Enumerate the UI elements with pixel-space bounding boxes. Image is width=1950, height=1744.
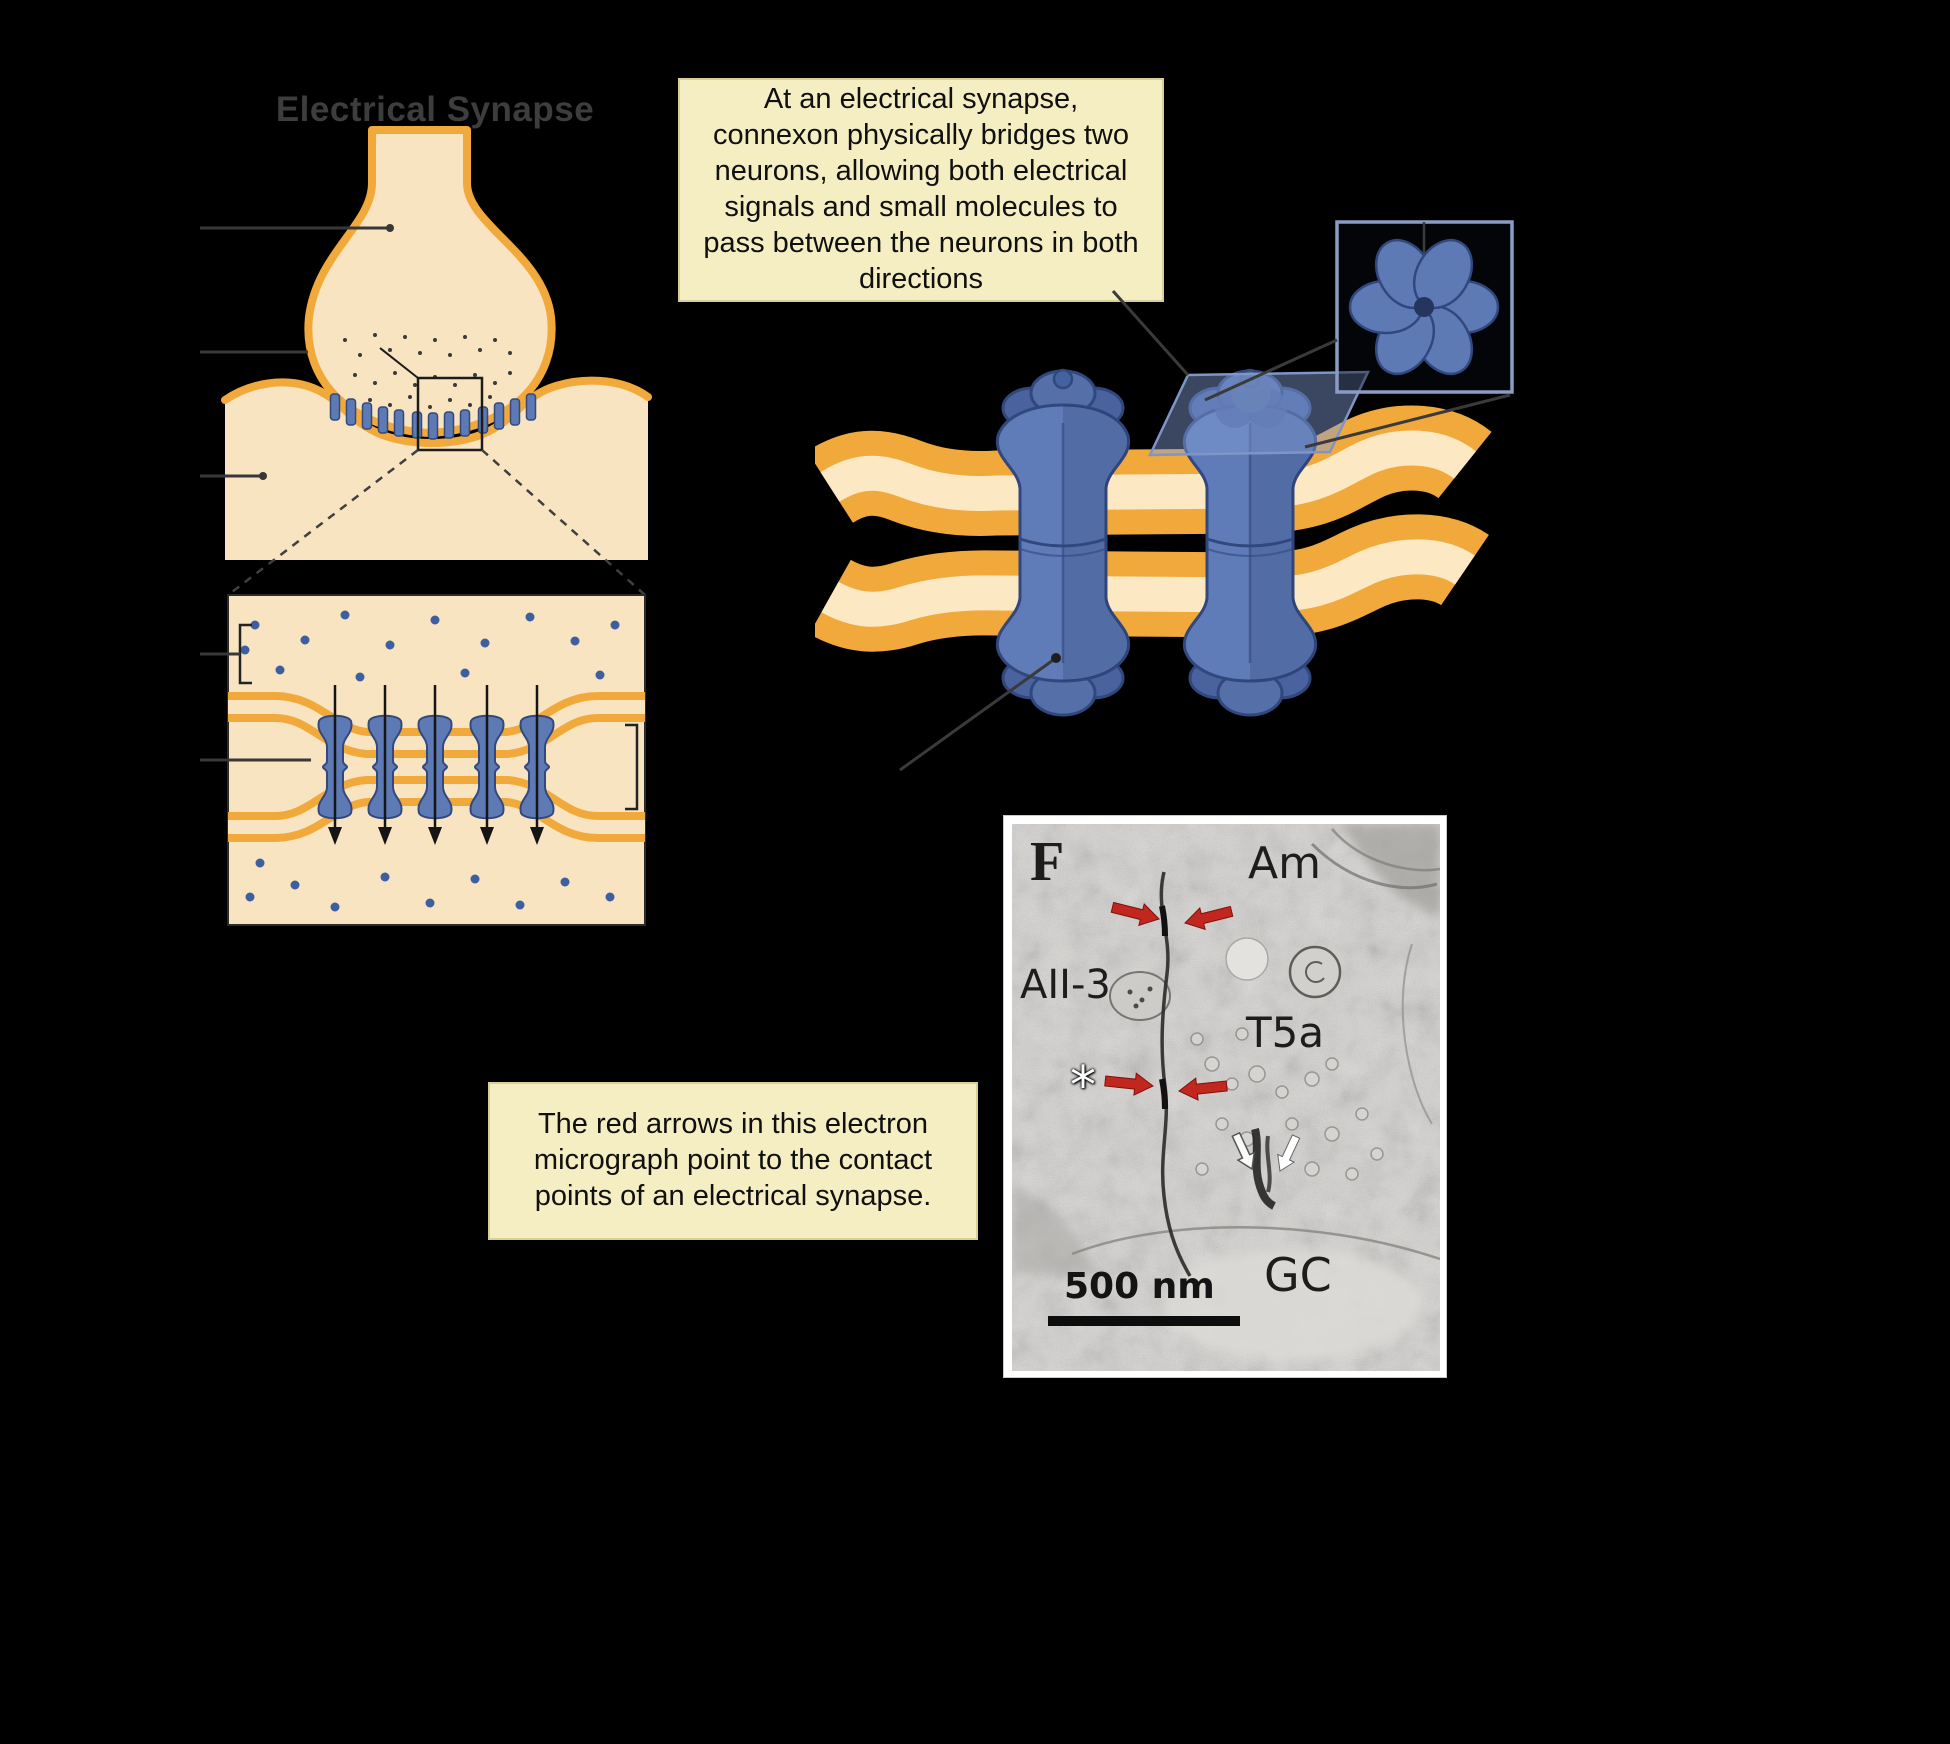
vesicle-dots: [343, 333, 512, 409]
callout-red-arrows: The red arrows in this electron microgra…: [488, 1082, 978, 1240]
electron-micrograph-panel: F Am AII-3 T5a GC * 500 nm: [1003, 815, 1447, 1378]
label-t5a: T5a: [1246, 1008, 1325, 1057]
em-dark-structure: [1251, 1128, 1276, 1210]
callout-electrical-synapse: At an electrical synapse, connexon physi…: [678, 78, 1164, 302]
label-am: Am: [1248, 838, 1321, 889]
asterisk-marker: *: [1070, 1056, 1096, 1116]
connexon-top-view-inset: [1335, 220, 1514, 394]
connexon-left: [995, 368, 1131, 717]
gap-junction-inset: [200, 594, 646, 926]
scale-bar-label: 500 nm: [1064, 1266, 1215, 1307]
ion-flow-arrows: [328, 685, 544, 845]
zoom-rectangle: [227, 347, 646, 596]
leader-lines: [200, 224, 394, 480]
scale-bar: [1048, 1316, 1240, 1326]
connexon-leader-lines: [899, 290, 1511, 772]
synapse-diagram: [200, 126, 652, 926]
ion-dots: [240, 610, 620, 912]
label-gc: GC: [1264, 1248, 1332, 1302]
connexon-diagram: [815, 220, 1514, 772]
connexin-rosette: [1348, 238, 1500, 376]
label-aii3: AII-3: [1020, 962, 1111, 1008]
panel-letter: F: [1030, 831, 1065, 893]
page-title: Electrical Synapse: [275, 90, 595, 129]
presynaptic-terminal: [304, 126, 556, 437]
white-arrows: [1231, 1131, 1301, 1172]
inset-leader-lines: [200, 652, 311, 762]
em-image: [1012, 824, 1440, 1371]
em-structures: [1012, 824, 1440, 1359]
em-junction-membrane: [1159, 871, 1192, 1277]
top-cell-membrane: [815, 405, 1492, 536]
em-vesicles: [1190, 1027, 1384, 1181]
bottom-cell-membrane: [815, 514, 1489, 652]
red-arrows: [1104, 901, 1234, 1101]
